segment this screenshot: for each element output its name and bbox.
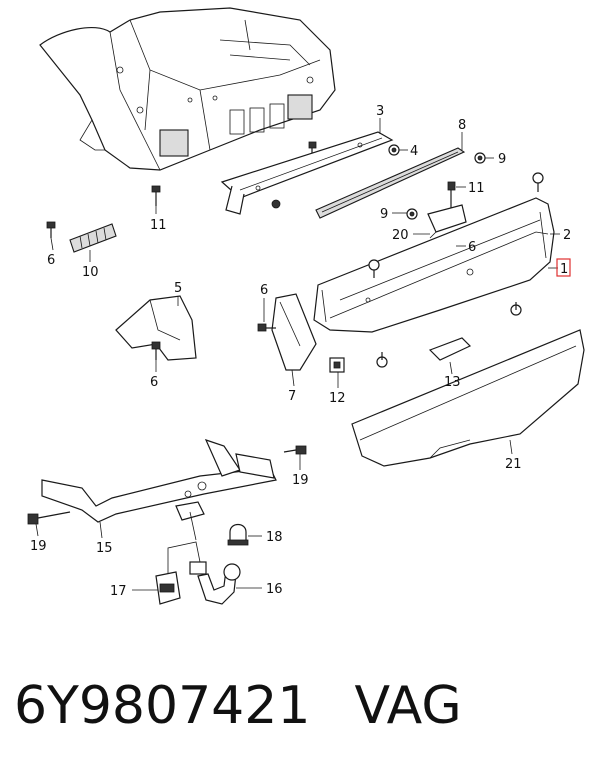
socket-17 [155, 571, 181, 605]
callout-17: 17 [110, 584, 127, 599]
exploded-parts-diagram: 11 3 4 8 9 11 9 20 6 2 1 5 6 6 7 12 13 2… [27, 7, 585, 605]
callout-19: 19 [30, 539, 47, 554]
callout-15: 15 [96, 541, 113, 556]
callout-8: 8 [458, 118, 466, 133]
callout-5: 5 [174, 281, 182, 296]
callout-12: 12 [329, 391, 346, 406]
callout-4: 4 [410, 144, 418, 159]
callout-18: 18 [266, 530, 283, 545]
guide-strip-8 [315, 147, 466, 219]
callout-11: 11 [468, 181, 485, 196]
callout-13: 13 [444, 375, 461, 390]
callout-6: 6 [468, 240, 476, 255]
callout-6: 6 [260, 283, 268, 298]
callout-6: 6 [150, 375, 158, 390]
clip-12 [329, 357, 345, 373]
callout-3: 3 [376, 104, 384, 119]
callout-6: 6 [47, 253, 55, 268]
tow-ball-16 [189, 561, 241, 605]
callout-10: 10 [82, 265, 99, 280]
screw-bumper-bottom [376, 352, 388, 368]
callout-19: 19 [292, 473, 309, 488]
callout-2: 2 [563, 228, 571, 243]
screw-bumper-right [510, 302, 522, 316]
clip-strip-10 [46, 221, 117, 253]
callout-1-highlight: 1 [556, 258, 571, 277]
lower-trim-21 [351, 329, 585, 467]
callout-11: 11 [150, 218, 167, 233]
bumper-cover-1 [313, 197, 555, 333]
tow-bar-15 [27, 439, 307, 525]
cover-plate-13 [428, 337, 472, 361]
bracket-5 [115, 295, 197, 361]
callout-leaders [35, 118, 560, 591]
nut-9-top [474, 152, 486, 164]
callout-9: 9 [498, 152, 506, 167]
callout-16: 16 [266, 582, 283, 597]
bumper-reinforcement-3 [220, 131, 394, 215]
callout-7: 7 [288, 389, 296, 404]
nut-4 [388, 144, 400, 156]
part-caption: 6Y9807421 VAG [14, 676, 462, 746]
callout-20: 20 [392, 228, 409, 243]
brand-name: VAG [354, 676, 462, 736]
side-guide-7 [257, 293, 317, 371]
callout-21: 21 [505, 457, 522, 472]
ball-cap-18 [227, 523, 249, 546]
part-number: 6Y9807421 [14, 676, 311, 736]
callout-9: 9 [380, 207, 388, 222]
screw-bumper-top-left [368, 259, 380, 278]
callout-labels: 11 3 4 8 9 11 9 20 6 2 1 5 6 6 7 12 13 2… [30, 104, 571, 599]
bolt-11-left [151, 185, 161, 206]
screw-bumper-top-right [532, 172, 544, 192]
vehicle-rear-body [39, 7, 336, 171]
callout-1: 1 [560, 262, 568, 277]
